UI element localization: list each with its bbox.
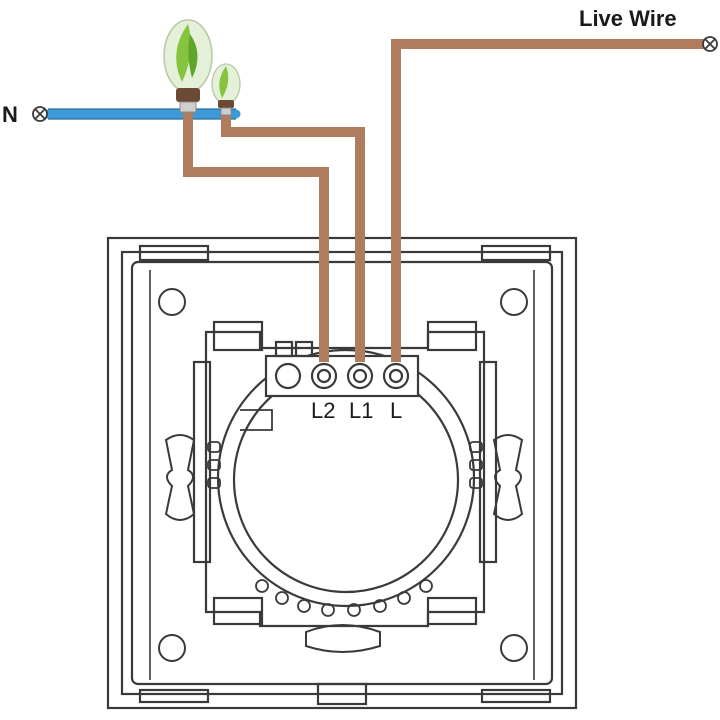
bulb-icon [163,19,213,113]
screw-holes [158,288,528,662]
terminal-label-l: L [390,398,402,423]
mechanism-frame [192,320,498,628]
neutral-wire-outline [48,108,236,120]
neutral-label: N [2,102,18,127]
wire-end-terminals [32,36,718,122]
terminal-label-l2: L2 [311,398,335,423]
switch-back-plate [106,236,578,710]
live-wire-label: Live Wire [579,6,677,31]
load-wires [183,39,704,362]
bulb-icon [211,63,241,116]
vent-holes [207,441,483,617]
terminal-screws [274,362,410,390]
terminal-label-l1: L1 [349,398,373,423]
